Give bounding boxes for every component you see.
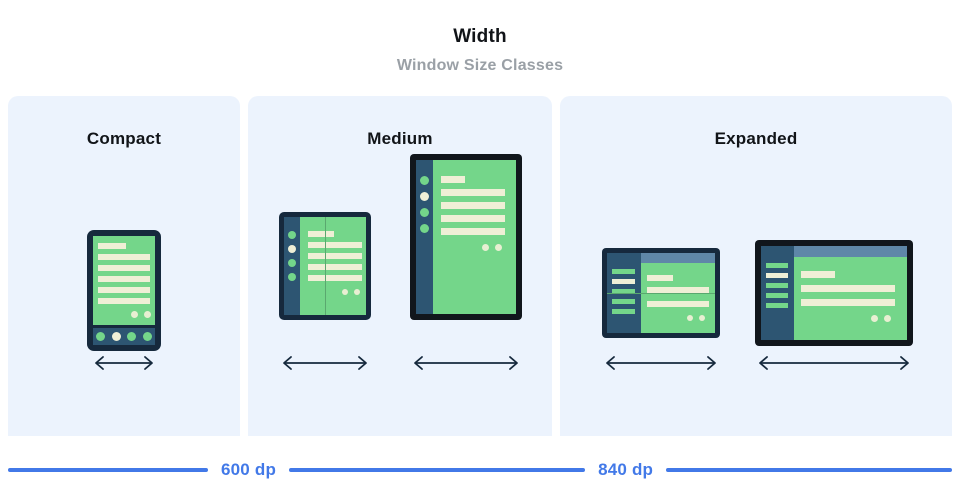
content-line [308,253,362,259]
content-line [308,264,362,270]
action-dot [687,315,693,321]
width-arrow-foldable-landscape [603,354,719,377]
content-line [98,243,126,249]
rail-item-active [766,273,788,278]
page-subtitle: Window Size Classes [396,57,564,74]
rail-item [612,269,635,274]
rail-item [766,303,788,308]
content-line [441,228,505,235]
action-dot [354,289,360,295]
app-top-bar [607,253,715,263]
width-arrow-compact [92,354,156,377]
action-dot [871,315,878,322]
nav-dot [96,332,106,341]
rail-dot [420,208,429,217]
action-dot [144,311,151,318]
breakpoint-legend: 600 dp 840 dp [0,436,960,494]
rail-dot [288,273,296,281]
rail-item [766,283,788,288]
header: Width Window Size Classes [0,0,960,75]
content-line [441,176,465,183]
content-line [98,287,150,293]
legend-rule [8,468,208,472]
device-tablet-portrait [410,154,522,320]
rail-item [612,299,635,304]
fold-line [325,217,326,315]
panel-title-medium: Medium [367,129,433,148]
content-line [801,271,835,278]
nav-rail [416,160,433,314]
content-line [308,231,334,237]
content-line [98,254,150,260]
nav-dot [142,332,152,341]
content-line [98,276,150,282]
device-tablet-landscape [755,240,913,346]
content-line [98,298,150,304]
panel-title-expanded: Expanded [714,129,798,148]
content-line [801,299,895,306]
rail-item [766,293,788,298]
width-arrow-tablet-portrait [411,354,521,377]
action-dot [699,315,705,321]
action-dot [482,244,489,251]
panel-expanded: Expanded [560,96,952,436]
nav-dot-active [111,332,121,341]
breakpoint-row: 600 dp 840 dp [8,460,952,480]
nav-rail [761,246,794,340]
legend-rule [289,468,586,472]
content-line [647,301,709,307]
breakpoint-label-840: 840 dp [598,460,654,479]
content-line [441,215,505,222]
device-foldable-portrait [279,212,371,320]
content-line [441,202,505,209]
action-dot [342,289,348,295]
content-line [801,285,895,292]
rail-dot-active [288,245,296,253]
panel-title-compact: Compact [86,129,162,148]
rail-dot [420,176,429,185]
rail-dot [288,259,296,267]
device-foldable-landscape [602,248,720,338]
rail-item [612,289,635,294]
page-title: Width [453,26,507,47]
size-class-panels: Compact [0,96,960,436]
rail-item [766,263,788,268]
content-line [441,189,505,196]
breakpoint-label-600: 600 dp [221,460,277,479]
width-arrow-tablet-landscape [756,354,912,377]
nav-rail [284,217,300,315]
rail-item-active [612,279,635,284]
rail-dot [288,231,296,239]
panel-compact: Compact [8,96,240,436]
action-dot [495,244,502,251]
fold-line [607,293,715,294]
content-line [98,265,150,271]
content-line [647,287,709,293]
action-dot [131,311,138,318]
content-line [647,275,673,281]
content-line [308,242,362,248]
device-phone-portrait [87,230,161,351]
rail-item [612,309,635,314]
app-top-bar [761,246,907,257]
rail-dot-active [420,192,429,201]
content-line [308,275,362,281]
action-dot [884,315,891,322]
rail-dot [420,224,429,233]
nav-dot [127,332,137,341]
panel-medium: Medium [248,96,552,436]
legend-rule [666,468,952,472]
width-arrow-foldable-portrait [280,354,370,377]
